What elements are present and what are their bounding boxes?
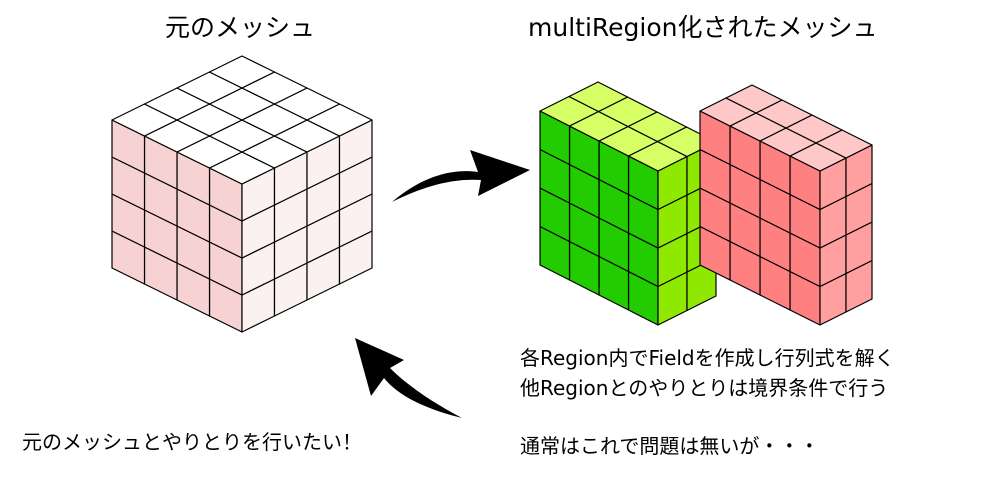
- green-region-block: [539, 81, 717, 326]
- return-arrow: [355, 338, 462, 418]
- mesh-cell: [725, 84, 783, 114]
- caption-field-solve: 各Region内でFieldを作成し行列式を解く: [520, 346, 895, 370]
- red-region-block: [699, 84, 873, 326]
- mesh-cell: [568, 81, 629, 113]
- original-mesh-title: 元のメッシュ: [165, 13, 316, 42]
- caption-wish-exchange: 元のメッシュとやりとりを行いたい！: [22, 430, 362, 454]
- mesh-cell: [208, 55, 276, 89]
- split-arrow: [392, 150, 530, 202]
- multiregion-mesh-title: multiRegion化されたメッシュ: [528, 13, 878, 42]
- caption-boundary-condition: 他Regionとのやりとりは境界条件で行う: [520, 376, 889, 400]
- caption-usually-fine: 通常はこれで問題は無いが・・・: [520, 434, 820, 458]
- original-mesh-cube: [111, 55, 373, 333]
